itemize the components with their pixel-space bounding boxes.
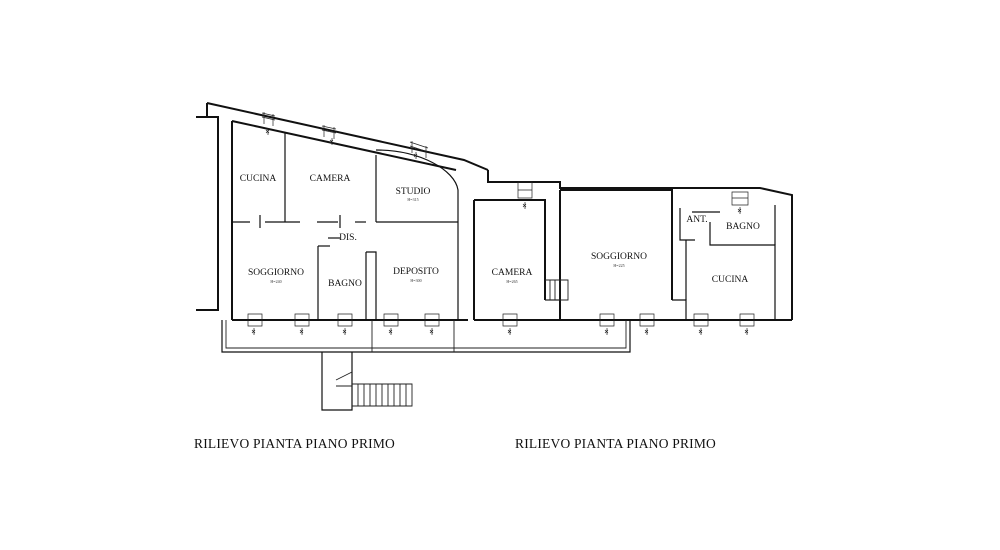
room-label-soggiorno-east: SOGGIORNO <box>591 252 647 262</box>
plan-caption-left: RILIEVO PIANTA PIANO PRIMO <box>194 436 395 451</box>
room-label-studio: STUDIO <box>396 187 431 197</box>
external-staircase <box>321 352 413 411</box>
room-label-cucina: CUCINA <box>240 174 277 184</box>
room-label-bagno: BAGNO <box>328 279 362 289</box>
room-height-camera-east: H=265 <box>506 279 517 284</box>
window-markers <box>247 112 755 327</box>
room-height-soggiorno: H=240 <box>270 279 281 284</box>
west-block-walls <box>206 102 489 321</box>
balcony <box>221 320 631 353</box>
adjacent-building-wall <box>196 116 219 311</box>
plan-caption-right: RILIEVO PIANTA PIANO PRIMO <box>515 436 716 451</box>
room-label-bagno-east: BAGNO <box>726 222 760 232</box>
room-label-dis: DIS. <box>339 233 357 243</box>
east-block-walls <box>473 170 793 321</box>
room-height-deposito: H=300 <box>410 278 421 283</box>
room-height-studio: H=315 <box>407 197 418 202</box>
room-label-ant: ANT. <box>686 215 707 225</box>
room-label-cucina-east: CUCINA <box>712 275 749 285</box>
room-label-camera-east: CAMERA <box>492 268 533 278</box>
room-height-soggiorno-east: H=225 <box>613 263 624 268</box>
room-label-soggiorno: SOGGIORNO <box>248 268 304 278</box>
room-label-deposito: DEPOSITO <box>393 267 439 277</box>
fixture-marks <box>251 128 749 335</box>
room-label-camera: CAMERA <box>310 174 351 184</box>
